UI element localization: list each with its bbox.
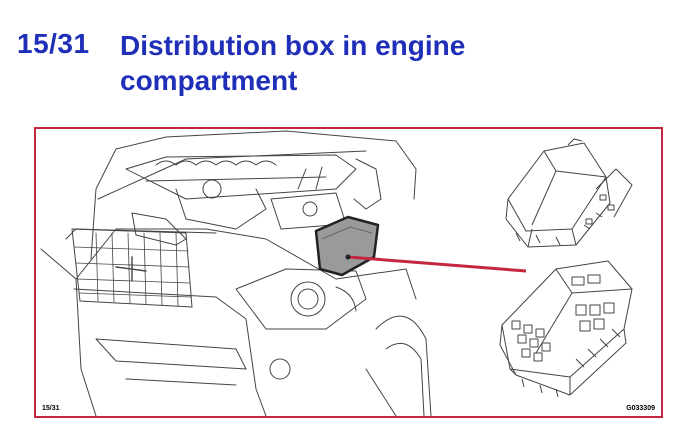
engine-compartment-illustration [40,130,633,416]
distribution-box-cover [505,138,633,248]
distribution-box-location-highlight [314,215,380,277]
figure-label-right: G033309 [626,405,655,412]
leader-line [347,255,527,273]
page-title: Distribution box in engine compartment [120,30,466,96]
figure-label-left: 15/31 [42,405,60,412]
headlight [235,268,367,330]
page-number: 15/31 [17,28,90,59]
body-line [75,228,417,300]
distribution-box-fuses [499,260,633,398]
illustration-frame: 15/31 G033309 [34,127,663,418]
hood-outline [90,130,417,260]
engine-block [125,154,357,200]
grille [71,228,193,308]
